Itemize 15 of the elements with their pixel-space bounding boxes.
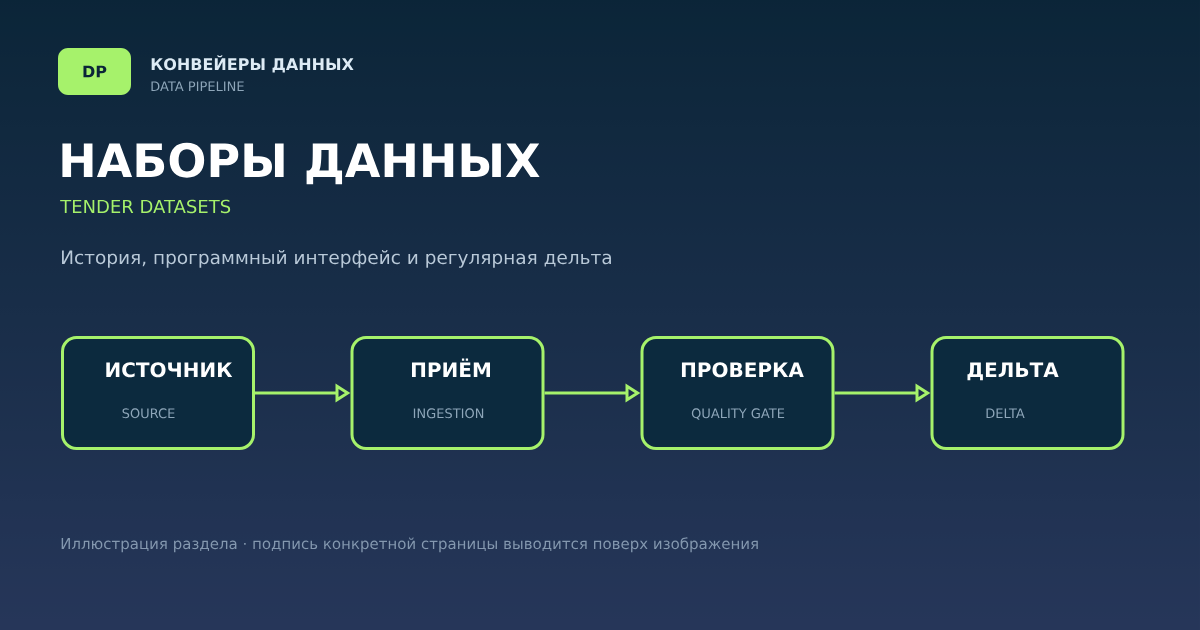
header-badge: DP — [58, 48, 131, 95]
heading: НАБОРЫ ДАННЫХ — [62, 142, 540, 185]
footnote: Иллюстрация раздела · подпись конкретной страницы выводится поверх изображения — [61, 537, 758, 553]
box-subtitle: DELTA — [986, 408, 1025, 418]
box-subtitle: QUALITY GATE — [691, 408, 785, 420]
box-title: ПРИЁМ — [412, 358, 490, 377]
subtitle: TENDER DATASETS — [60, 199, 231, 214]
section-subtitle: DATA PIPELINE — [151, 81, 244, 91]
box-title: ИСТОЧНИК — [106, 362, 233, 378]
box-subtitle: SOURCE — [122, 408, 175, 419]
box-title: ДЕЛЬТА — [967, 362, 1059, 381]
box-subtitle: INGESTION — [413, 408, 484, 419]
box-title: ПРОВЕРКА — [681, 362, 804, 378]
description: История, программный интерфейс и регулярная дельта — [62, 249, 611, 268]
section-name: КОНВЕЙЕРЫ ДАННЫХ — [151, 55, 354, 73]
